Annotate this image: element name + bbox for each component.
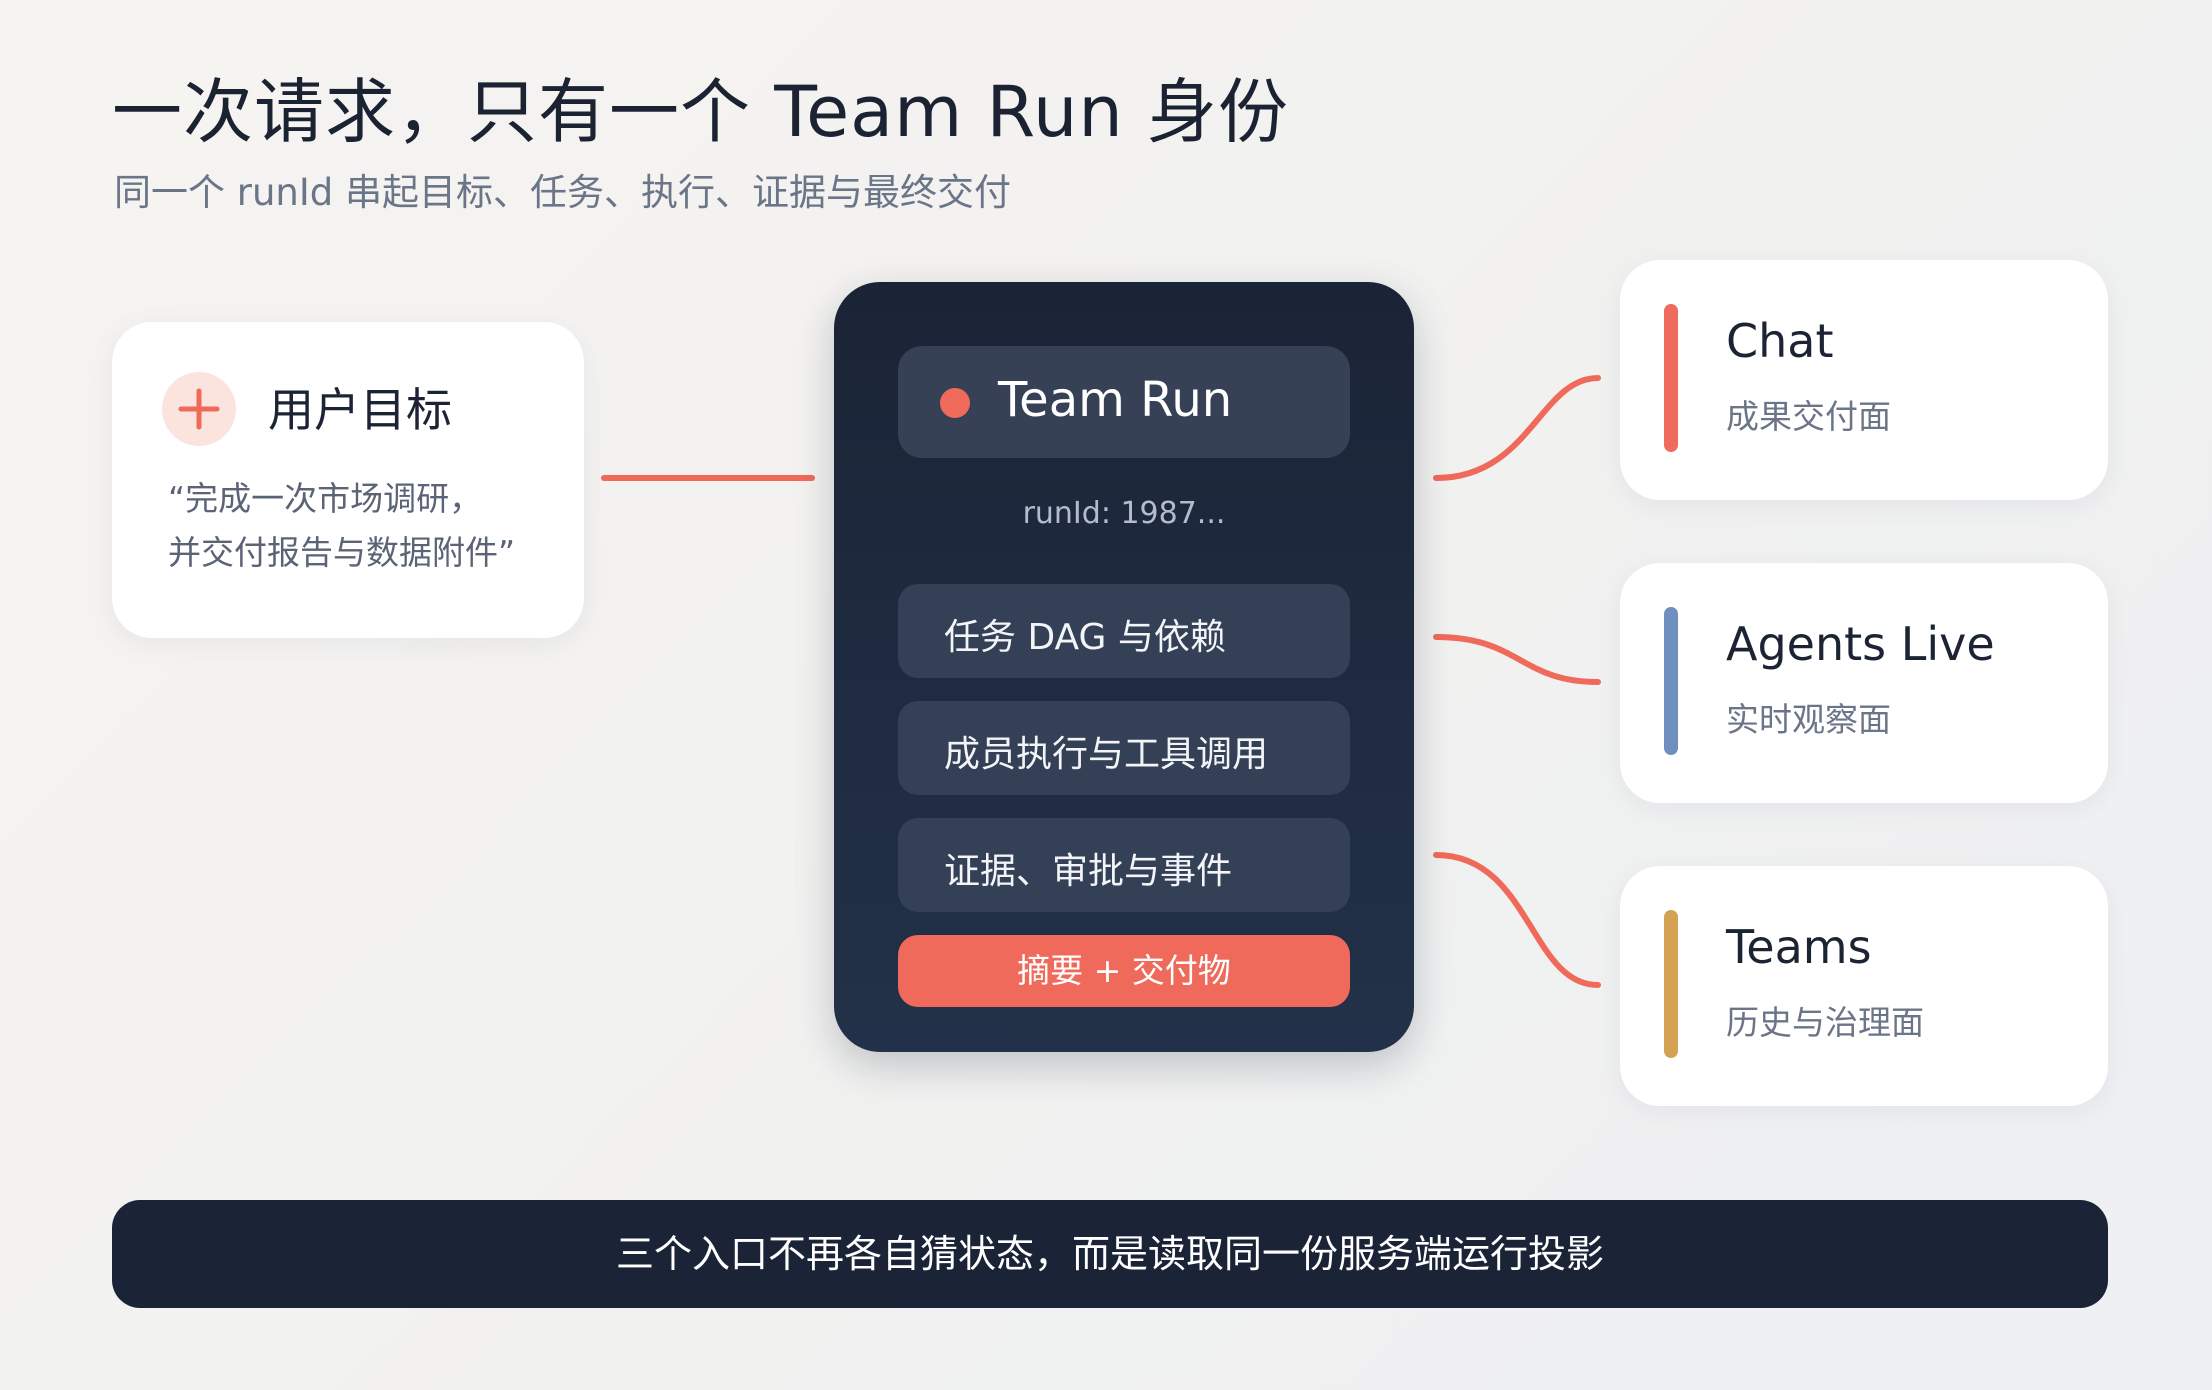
core-item-label: 成员执行与工具调用 bbox=[944, 734, 1269, 775]
status-dot-icon bbox=[940, 388, 970, 418]
team-run-title: Team Run bbox=[998, 372, 1233, 428]
footer-banner: 三个入口不再各自猜状态，而是读取同一份服务端运行投影 bbox=[112, 1200, 2108, 1308]
run-id-label: runId: 1987... bbox=[1022, 496, 1226, 531]
team-run-header: Team Run bbox=[898, 346, 1350, 458]
core-item-member-execution: 成员执行与工具调用 bbox=[898, 701, 1350, 795]
surface-desc: 实时观察面 bbox=[1726, 700, 1891, 739]
accent-bar bbox=[1664, 304, 1678, 452]
footer-text: 三个入口不再各自猜状态，而是读取同一份服务端运行投影 bbox=[615, 1232, 1604, 1276]
surface-title: Chat bbox=[1726, 314, 1834, 368]
goal-quote: “完成一次市场调研， 并交付报告与数据附件” bbox=[168, 479, 516, 572]
user-goal-card: 用户目标 “完成一次市场调研， 并交付报告与数据附件” bbox=[112, 322, 584, 638]
surface-desc: 历史与治理面 bbox=[1726, 1003, 1924, 1042]
core-item-label: 证据、审批与事件 bbox=[944, 851, 1233, 892]
accent-bar bbox=[1664, 910, 1678, 1058]
surface-card-agents-live: Agents Live 实时观察面 bbox=[1620, 563, 2108, 803]
live-connector bbox=[1433, 634, 1601, 685]
goal-title: 用户目标 bbox=[268, 383, 452, 437]
surface-desc: 成果交付面 bbox=[1726, 397, 1891, 436]
core-item-label: 任务 DAG 与依赖 bbox=[944, 617, 1226, 658]
core-item-evidence: 证据、审批与事件 bbox=[898, 818, 1350, 912]
summary-deliverables-label: 摘要 + 交付物 bbox=[1017, 951, 1231, 990]
team-run-panel: Team Run runId: 1987... 任务 DAG 与依赖 成员执行与… bbox=[834, 282, 1414, 1052]
surface-title: Agents Live bbox=[1726, 617, 1995, 671]
accent-bar bbox=[1664, 607, 1678, 755]
plus-icon bbox=[162, 372, 236, 446]
teams-connector bbox=[1433, 852, 1601, 988]
page-title: 一次请求，只有一个 Team Run 身份 bbox=[112, 71, 1289, 153]
summary-deliverables-badge: 摘要 + 交付物 bbox=[898, 935, 1350, 1007]
core-item-task-dag: 任务 DAG 与依赖 bbox=[898, 584, 1350, 678]
page-subtitle: 同一个 runId 串起目标、任务、执行、证据与最终交付 bbox=[114, 171, 1012, 214]
surface-title: Teams bbox=[1726, 920, 1872, 974]
chat-connector bbox=[1433, 375, 1601, 481]
surface-card-chat: Chat 成果交付面 bbox=[1620, 260, 2108, 500]
surface-card-teams: Teams 历史与治理面 bbox=[1620, 866, 2108, 1106]
